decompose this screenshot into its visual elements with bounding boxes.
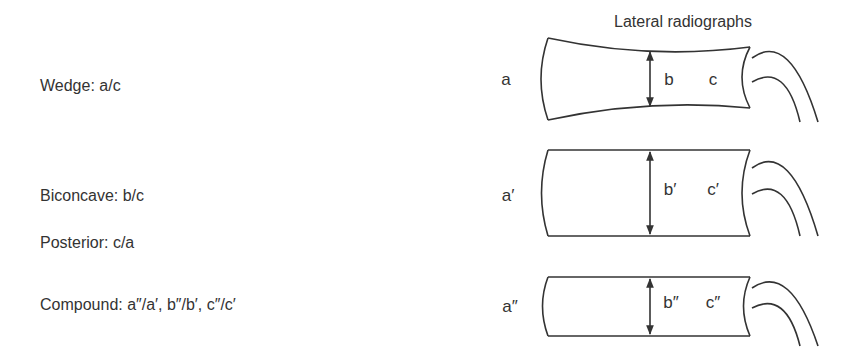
index-formula: Wedge: a/c xyxy=(40,76,121,95)
dimension-letter: b′ xyxy=(664,180,677,200)
dimension-letter: c′ xyxy=(707,180,719,200)
dimension-letter: b″ xyxy=(663,293,678,313)
dimension-letter: a xyxy=(501,70,510,90)
dimension-letter: a″ xyxy=(502,297,517,317)
index-formula: Biconcave: b/c xyxy=(40,186,144,205)
dimension-letter: c xyxy=(709,70,718,90)
heading: Lateral radiographs xyxy=(614,12,752,31)
index-formula: Compound: a″/a′, b″/b′, c″/c′ xyxy=(40,295,236,314)
dimension-letter: a′ xyxy=(502,186,515,206)
index-formula: Posterior: c/a xyxy=(40,233,134,252)
dimension-letter: c″ xyxy=(706,293,721,313)
dimension-letter: b xyxy=(664,70,673,90)
